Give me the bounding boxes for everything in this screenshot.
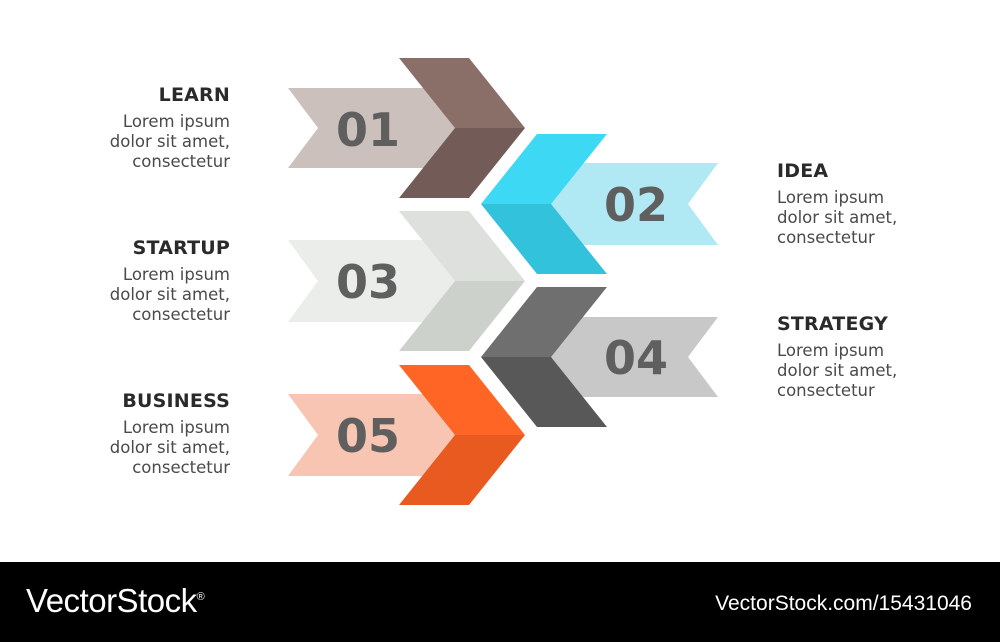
step-04-chevron-top xyxy=(481,287,607,357)
image-id-url: VectorStock.com/15431046 xyxy=(715,592,972,615)
step-05-ribbon xyxy=(288,394,455,476)
arrow-diagram: 01 02 03 04 05 xyxy=(288,58,718,505)
step-04-number: 04 xyxy=(604,331,668,385)
step-04-arrow: 04 xyxy=(481,287,718,427)
step-01-chevron-top xyxy=(399,58,525,128)
step-02-ribbon xyxy=(551,163,718,245)
step-02-title: IDEA xyxy=(777,160,829,182)
step-01-description: Lorem ipsum dolor sit amet, consectetur xyxy=(109,112,230,171)
step-04-title: STRATEGY xyxy=(777,313,888,335)
step-02-label: IDEA Lorem ipsum dolor sit amet, consect… xyxy=(777,160,1000,248)
step-03-chevron-top xyxy=(399,211,525,281)
step-05-number: 05 xyxy=(336,409,400,463)
step-05-chevron-top xyxy=(399,365,525,435)
step-01-chevron-bottom xyxy=(399,128,525,198)
step-02-chevron-top xyxy=(481,134,607,204)
infographic: 01 02 03 04 05 xyxy=(0,58,1000,505)
step-03-description: Lorem ipsum dolor sit amet, consectetur xyxy=(109,265,230,324)
step-04-chevron-bottom xyxy=(481,357,607,427)
step-02-chevron-bottom xyxy=(481,204,607,274)
step-01-title: LEARN xyxy=(158,84,230,106)
step-03-title: STARTUP xyxy=(132,237,230,259)
step-01-arrow: 01 xyxy=(288,58,525,198)
step-04-label: STRATEGY Lorem ipsum dolor sit amet, con… xyxy=(777,313,1000,401)
step-05-description: Lorem ipsum dolor sit amet, consectetur xyxy=(109,418,230,477)
vectorstock-logo: VectorStock® xyxy=(26,582,205,619)
step-03-number: 03 xyxy=(336,255,400,309)
step-03-arrow: 03 xyxy=(288,211,525,351)
step-01-label: LEARN Lorem ipsum dolor sit amet, consec… xyxy=(0,84,230,172)
step-04-ribbon xyxy=(551,317,718,397)
step-05-label: BUSINESS Lorem ipsum dolor sit amet, con… xyxy=(0,390,230,478)
step-05-chevron-bottom xyxy=(399,435,525,505)
step-01-ribbon xyxy=(288,88,455,168)
step-03-ribbon xyxy=(288,240,455,322)
step-02-arrow: 02 xyxy=(481,134,718,274)
step-03-label: STARTUP Lorem ipsum dolor sit amet, cons… xyxy=(0,237,230,325)
step-05-title: BUSINESS xyxy=(122,390,230,412)
step-03-chevron-bottom xyxy=(399,281,525,351)
step-02-number: 02 xyxy=(604,178,668,232)
step-01-number: 01 xyxy=(336,103,400,157)
step-04-description: Lorem ipsum dolor sit amet, consectetur xyxy=(777,341,898,400)
watermark-footer: VectorStock® VectorStock.com/15431046 xyxy=(0,562,1000,642)
step-02-description: Lorem ipsum dolor sit amet, consectetur xyxy=(777,188,898,247)
step-05-arrow: 05 xyxy=(288,365,525,505)
